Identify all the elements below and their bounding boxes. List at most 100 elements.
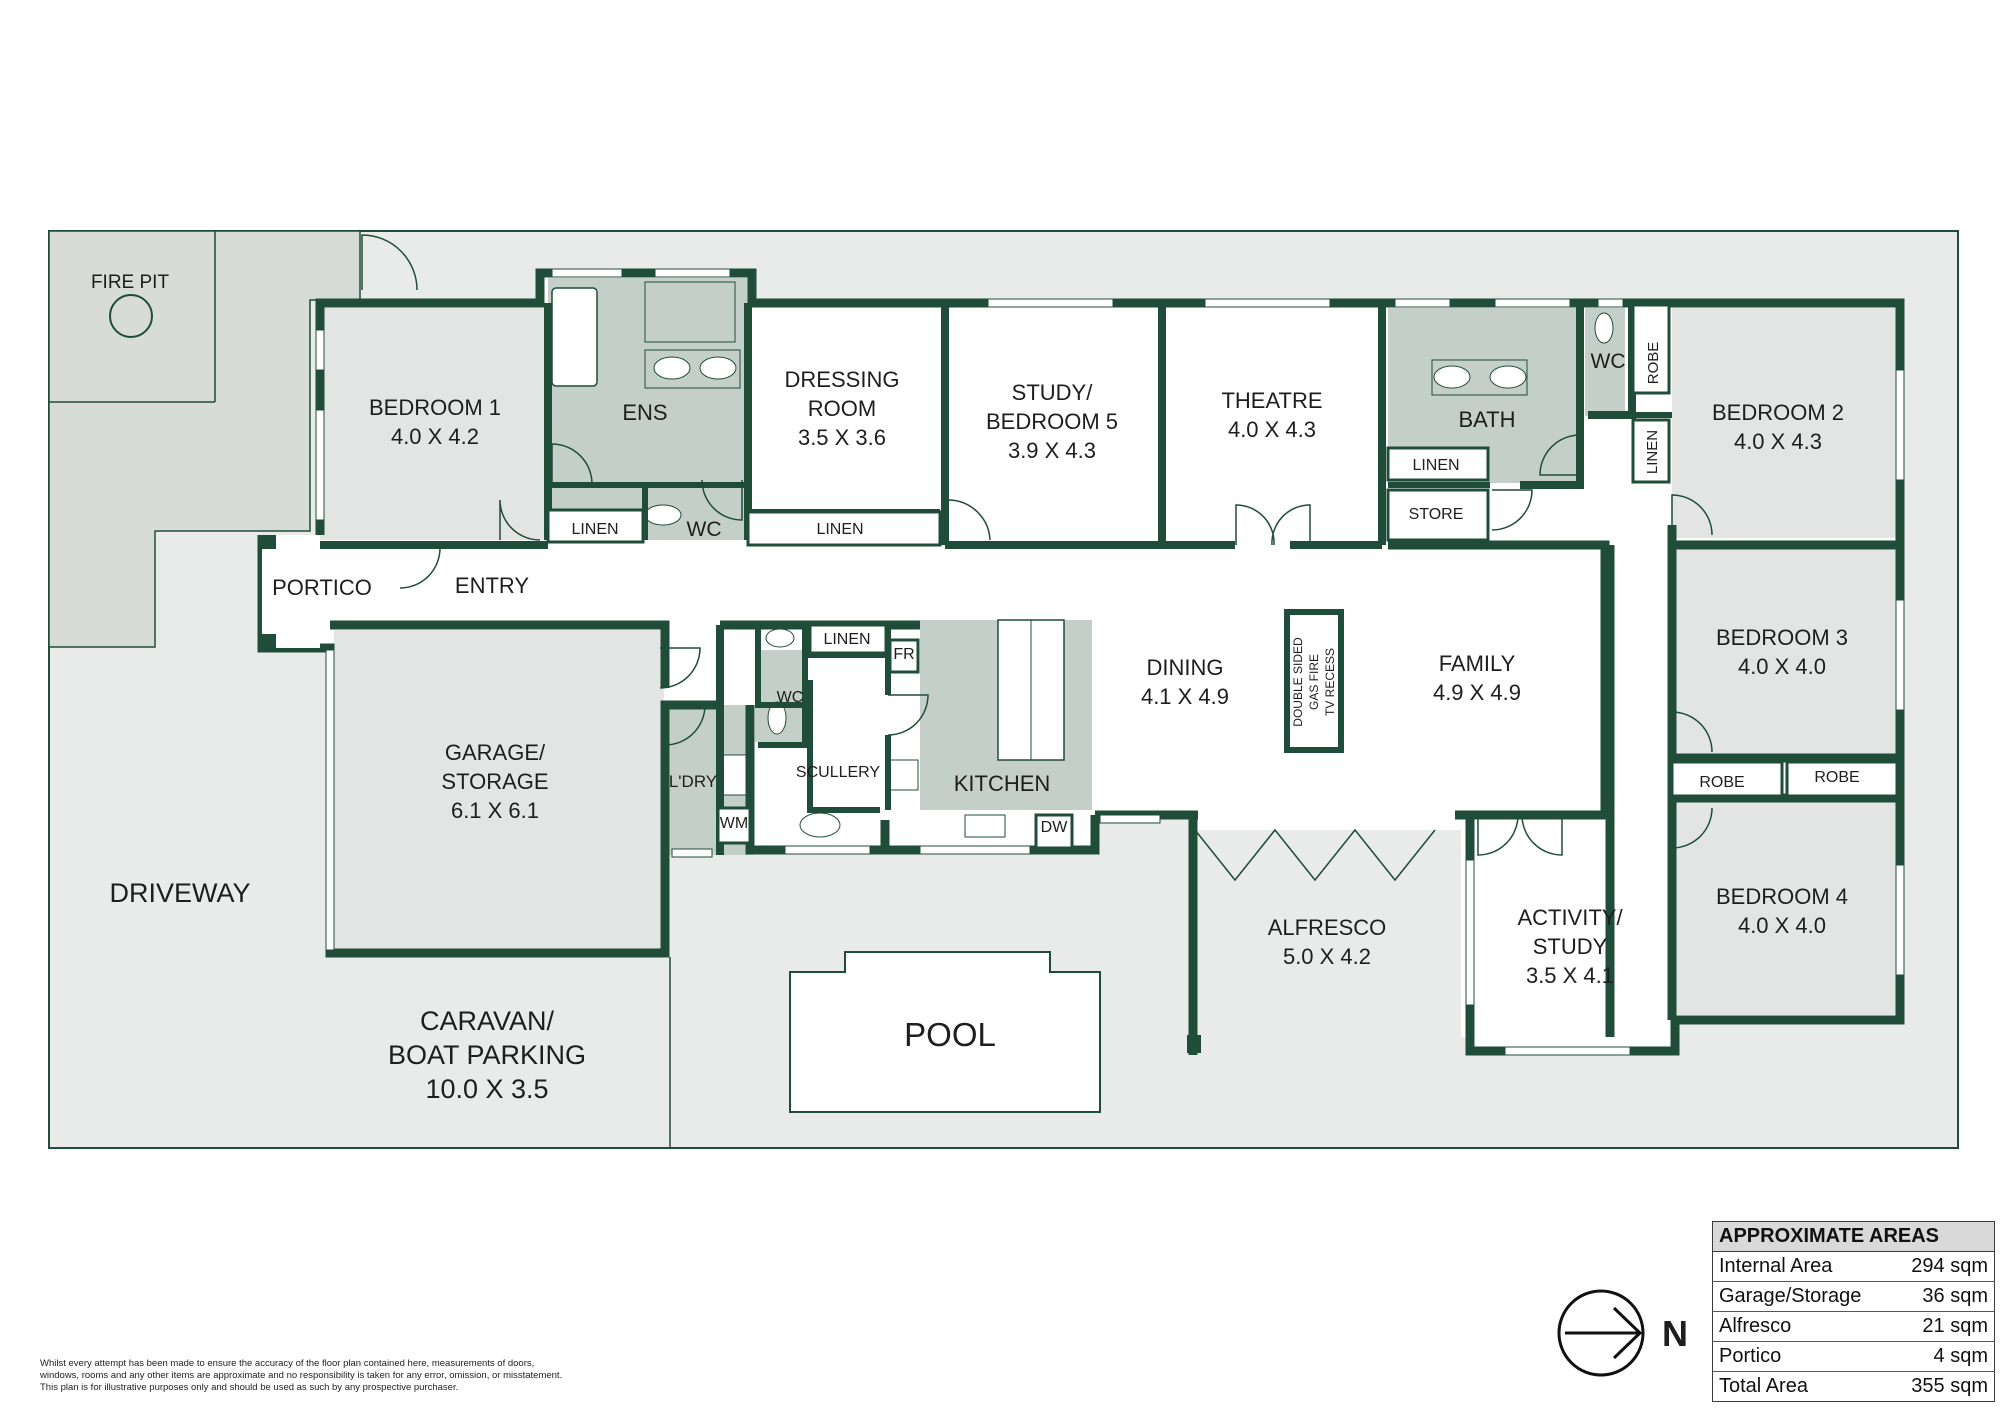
area-value: 294 sqm: [1891, 1251, 1995, 1282]
fireplace-unit: [1284, 609, 1344, 753]
label-bedroom1: BEDROOM 1: [369, 395, 501, 420]
storage-boxes: [546, 303, 1899, 850]
label-robe-b: ROBE: [1814, 769, 1859, 786]
label-ens: ENS: [622, 400, 667, 425]
area-label: Portico: [1712, 1341, 1892, 1372]
dim-bedroom4: 4.0 X 4.0: [1738, 913, 1826, 938]
label-fireplace-1: DOUBLE SIDED: [1291, 637, 1305, 727]
basin-icon: [653, 356, 691, 380]
disclaimer-line: windows, rooms and any other items are a…: [40, 1370, 563, 1381]
dim-theatre: 4.0 X 4.3: [1228, 417, 1316, 442]
label-caravan-2: BOAT PARKING: [388, 1040, 586, 1070]
cooktop-icon: [889, 759, 919, 791]
alfresco-floor: [1193, 830, 1461, 1055]
dim-activity: 3.5 X 4.1: [1526, 963, 1614, 988]
label-study5-2: BEDROOM 5: [986, 409, 1118, 434]
label-robe-a: ROBE: [1699, 774, 1744, 791]
label-fireplace-2: GAS FIRE: [1307, 654, 1321, 710]
label-fire-pit: FIRE PIT: [91, 272, 170, 293]
label-driveway: DRIVEWAY: [109, 878, 250, 908]
portico-post: [262, 634, 276, 648]
label-scullery: SCULLERY: [796, 764, 881, 781]
label-theatre: THEATRE: [1221, 388, 1322, 413]
kitchen-sink-icon: [964, 814, 1006, 838]
area-label: Total Area: [1712, 1371, 1892, 1402]
bedroom4-floor: [1672, 800, 1897, 1015]
dim-caravan: 10.0 X 3.5: [425, 1074, 548, 1104]
dim-family: 4.9 X 4.9: [1433, 680, 1521, 705]
compass-label: N: [1662, 1313, 1688, 1354]
label-caravan-1: CARAVAN/: [420, 1006, 555, 1036]
bathtub-icon: [551, 287, 598, 387]
portico-post: [262, 535, 276, 549]
garage-floor: [334, 630, 664, 950]
bedroom2-floor: [1672, 308, 1897, 538]
label-activity-2: STUDY: [1533, 934, 1608, 959]
label-dressing-2: ROOM: [808, 396, 876, 421]
disclaimer: Whilst every attempt has been made to en…: [40, 1358, 660, 1394]
label-kitchen: KITCHEN: [954, 771, 1051, 796]
label-bedroom4: BEDROOM 4: [1716, 884, 1848, 909]
label-wc-bath: WC: [1591, 350, 1626, 373]
basin-icon: [1489, 365, 1527, 389]
label-store: STORE: [1409, 506, 1464, 523]
label-bedroom2: BEDROOM 2: [1712, 400, 1844, 425]
area-label: Alfresco: [1712, 1311, 1892, 1342]
compass-arrow-icon: [1565, 1306, 1643, 1360]
label-alfresco: ALFRESCO: [1268, 915, 1387, 940]
label-dressing-1: DRESSING: [785, 367, 900, 392]
doors: [399, 434, 1713, 882]
label-entry: ENTRY: [455, 573, 529, 598]
label-wc-laundry: WC: [777, 689, 804, 706]
label-wm: WM: [720, 815, 748, 832]
areas-title: APPROXIMATE AREAS: [1712, 1221, 1995, 1252]
dim-dining: 4.1 X 4.9: [1141, 684, 1229, 709]
scullery-sink-icon: [799, 812, 841, 838]
area-value: 355 sqm: [1891, 1371, 1995, 1402]
label-linen-bath: LINEN: [1412, 457, 1459, 474]
compass-icon: [1557, 1289, 1645, 1377]
label-fr: FR: [893, 646, 914, 663]
label-portico: PORTICO: [272, 575, 372, 600]
fire-pit-icon: [109, 294, 153, 338]
toilet-icon: [1594, 312, 1614, 344]
disclaimer-line: This plan is for illustrative purposes o…: [40, 1382, 459, 1393]
dim-garage: 6.1 X 6.1: [451, 798, 539, 823]
label-garage-1: GARAGE/: [445, 740, 546, 765]
label-linen-dressing: LINEN: [816, 521, 863, 538]
area-value: 36 sqm: [1891, 1281, 1995, 1312]
toilet-icon: [644, 504, 682, 526]
laundry-tub-icon: [721, 754, 751, 796]
label-pool: POOL: [904, 1016, 996, 1053]
alfresco-edge: [1193, 1035, 1461, 1055]
dim-bedroom1: 4.0 X 4.2: [391, 424, 479, 449]
label-robe-bed2: ROBE: [1645, 342, 1662, 385]
shower-ens-icon: [644, 281, 736, 343]
dim-bedroom3: 4.0 X 4.0: [1738, 654, 1826, 679]
areas-header-row: APPROXIMATE AREAS: [1712, 1221, 1995, 1252]
vanity-ens-icon: [644, 349, 741, 389]
label-dining: DINING: [1147, 655, 1224, 680]
dim-alfresco: 5.0 X 4.2: [1283, 944, 1371, 969]
bedroom1-floor: [320, 308, 548, 540]
bedroom3-floor: [1672, 548, 1897, 758]
basin-icon: [1433, 365, 1471, 389]
basin-icon: [765, 628, 795, 648]
gate-door-icon: [361, 234, 418, 291]
disclaimer-line: Whilst every attempt has been made to en…: [40, 1358, 535, 1369]
label-family: FAMILY: [1439, 651, 1516, 676]
dim-study5: 3.9 X 4.3: [1008, 438, 1096, 463]
basin-icon: [699, 356, 737, 380]
label-laundry: L'DRY: [669, 772, 717, 791]
label-bath: BATH: [1458, 407, 1515, 432]
dim-dressing: 3.5 X 3.6: [798, 425, 886, 450]
room-labels: FIRE PIT BEDROOM 1 4.0 X 4.2 ENS DRESSIN…: [91, 272, 1860, 1354]
area-label: Internal Area: [1712, 1251, 1892, 1282]
paved-area: [48, 230, 361, 648]
label-linen-side: LINEN: [1644, 430, 1661, 474]
area-label: Garage/Storage: [1712, 1281, 1892, 1312]
